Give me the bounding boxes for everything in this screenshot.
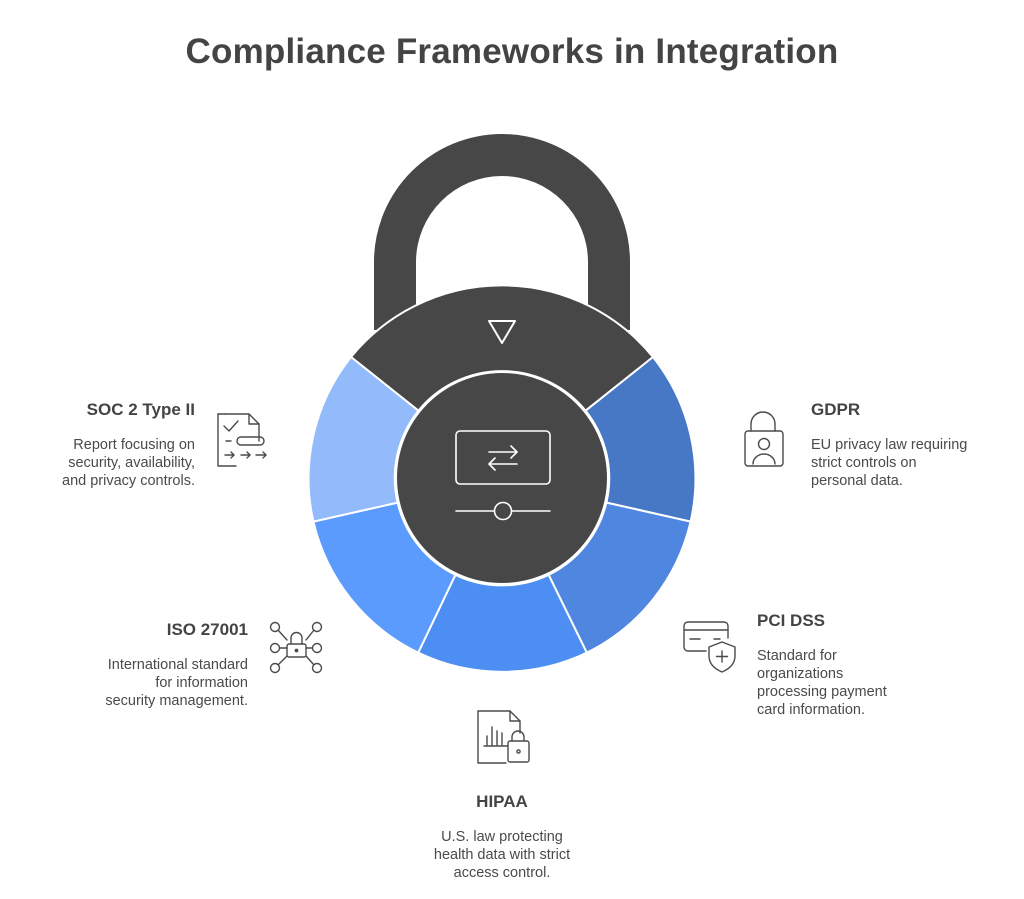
gdpr-desc-line: strict controls on [811,455,917,471]
transfer-screen-icon [455,430,551,521]
iso-title: ISO 27001 [166,620,248,639]
network-lock-icon [269,621,323,674]
checklist-icon [217,413,267,467]
card-shield-icon [683,621,736,673]
iso-desc-line: security management. [105,693,248,709]
label-soc2: SOC 2 Type II Report focusing on securit… [40,400,195,490]
pci-desc-line: organizations [757,666,844,682]
padlock-center-circle [395,371,609,585]
soc2-desc-line: and privacy controls. [62,473,195,489]
segment-soc2 [307,355,420,523]
iso-desc-line: International standard [107,657,248,673]
triangle-down-icon [488,320,516,344]
user-lock-icon [744,411,784,467]
gdpr-title: GDPR [811,400,861,419]
soc2-desc-line: Report focusing on [73,437,195,453]
hipaa-desc-line: U.S. law protecting [441,829,563,845]
hipaa-description: U.S. law protecting health data with str… [402,828,602,882]
padlock-shackle [374,134,630,330]
label-hipaa: HIPAA U.S. law protecting health data wi… [402,792,602,882]
soc2-description: Report focusing on security, availabilit… [40,436,195,490]
hipaa-title: HIPAA [476,792,528,811]
gdpr-desc-line: personal data. [811,473,903,489]
iso-desc-line: for information [155,675,248,691]
gdpr-desc-line: EU privacy law requiring [811,437,968,453]
iso-description: International standard for information s… [60,656,248,710]
label-pci-dss: PCI DSS Standard for organizations proce… [757,611,937,719]
label-iso-27001: ISO 27001 International standard for inf… [60,620,248,710]
soc2-title: SOC 2 Type II [86,400,195,419]
pci-desc-line: card information. [757,702,865,718]
soc2-desc-line: security, availability, [68,455,195,471]
pci-title: PCI DSS [757,611,826,630]
pci-description: Standard for organizations processing pa… [757,647,937,719]
hipaa-desc-line: health data with strict [433,847,571,863]
pci-desc-line: Standard for [757,648,837,664]
diagram-title: Compliance Frameworks in Integration [185,32,839,71]
gdpr-description: EU privacy law requiring strict controls… [811,436,1001,490]
hipaa-desc-line: access control. [453,865,551,881]
label-gdpr: GDPR EU privacy law requiring strict con… [811,400,1001,490]
pci-desc-line: processing payment [757,684,887,700]
document-chart-lock-icon [477,710,530,764]
